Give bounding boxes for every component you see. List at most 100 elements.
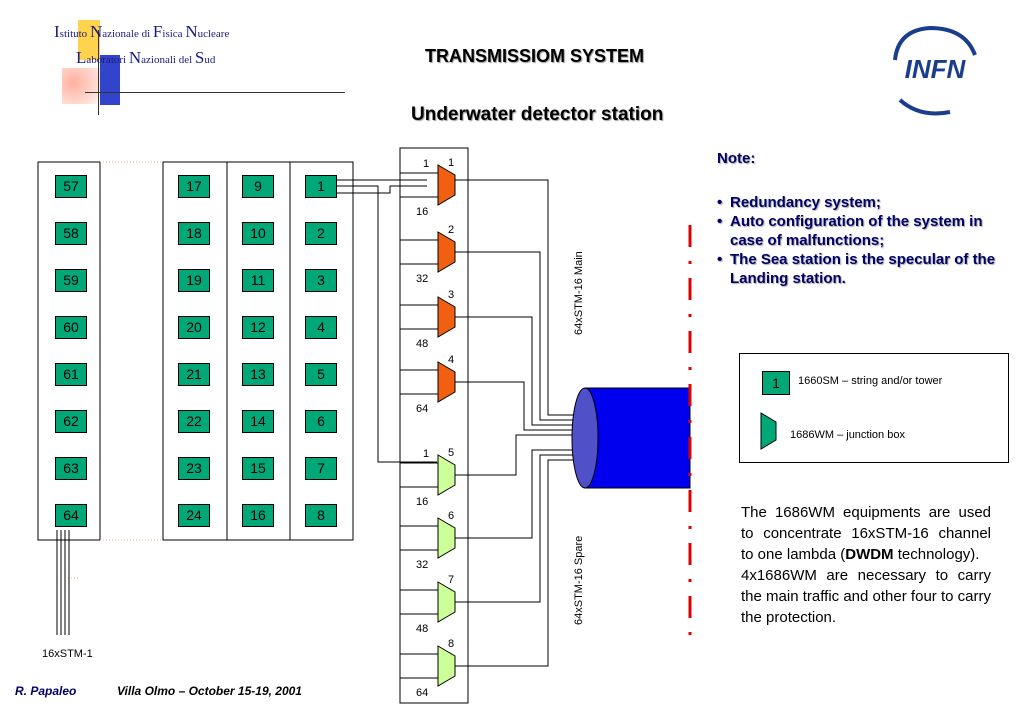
string-cell: 14: [242, 410, 274, 433]
logo-initial: I: [54, 22, 60, 41]
logo-word: isica: [162, 28, 186, 40]
string-cell: 12: [242, 316, 274, 339]
junction-box-number: 6: [448, 510, 454, 522]
junction-box-number: 1: [448, 157, 454, 169]
note-title: Note:: [717, 150, 756, 167]
string-cell: 3: [305, 269, 337, 292]
logo-initial: N: [128, 48, 142, 67]
route-line: [455, 316, 588, 426]
channel-end-label: 16: [416, 206, 428, 218]
note-item: Auto configuration of the system in case…: [717, 212, 1002, 250]
string-cell: 7: [305, 457, 337, 480]
route-line: [455, 454, 588, 603]
channel-end-label: 32: [416, 273, 428, 285]
junction-box: [437, 645, 456, 687]
page-title: TRANSMISSIOM SYSTEM: [425, 46, 645, 66]
channel-end-label: 64: [416, 403, 428, 415]
string-cell: 6: [305, 410, 337, 433]
note-item: Redundancy system;: [717, 193, 1002, 212]
logo-word: ucleare: [197, 28, 230, 40]
bundle-label: 16xSTM-1: [42, 648, 93, 660]
route-line: [455, 381, 588, 431]
channel-end-label: 16: [416, 496, 428, 508]
string-cell: 1: [305, 175, 337, 198]
junction-box-icon: [760, 412, 777, 450]
junction-box: [437, 296, 456, 338]
string-cell: 17: [178, 175, 210, 198]
junction-box-number: 4: [448, 354, 454, 366]
string-cell: 24: [178, 504, 210, 527]
string-cell: 20: [178, 316, 210, 339]
string-cell: 63: [55, 457, 87, 480]
infn-logo-text: INFN: [905, 54, 967, 84]
junction-box-number: 5: [448, 447, 454, 459]
logo-word: azionale di: [102, 28, 153, 40]
junction-box: [437, 517, 456, 559]
cable-body: [584, 387, 691, 489]
cable-end: [571, 387, 599, 489]
string-cell: 8: [305, 504, 337, 527]
string-cell: 13: [242, 363, 274, 386]
string-cell: 4: [305, 316, 337, 339]
description-paragraph-2: 4x1686WM are necessary to carry the main…: [741, 567, 991, 626]
route-line: [455, 179, 588, 416]
string-cell: 10: [242, 222, 274, 245]
junction-box: [437, 361, 456, 403]
channel-end-label: 32: [416, 559, 428, 571]
logo-word: azionali del: [141, 54, 195, 66]
route-line: [455, 251, 588, 421]
string-cell: 22: [178, 410, 210, 433]
logo-word: aboratori: [86, 54, 129, 66]
string-cell: 19: [178, 269, 210, 292]
string-cell: 9: [242, 175, 274, 198]
logo-word: ud: [204, 54, 216, 66]
logo-initial: N: [185, 22, 198, 41]
junction-box: [437, 454, 456, 496]
description-paragraph-1: The 1686WM equipments are used to concen…: [741, 504, 991, 563]
page-subtitle: Underwater detector station: [411, 104, 664, 125]
junction-box-number: 3: [448, 289, 454, 301]
string-cell: 21: [178, 363, 210, 386]
junction-box-number: 7: [448, 574, 454, 586]
note-list: Redundancy system; Auto configuration of…: [717, 193, 1002, 288]
string-cell: 62: [55, 410, 87, 433]
logo-decoration: [98, 30, 99, 115]
channel-end-label: 48: [416, 338, 428, 350]
logo-decoration: [85, 92, 345, 93]
footer-author: R. Papaleo: [15, 684, 77, 698]
junction-box-number: 2: [448, 224, 454, 236]
string-cell: 64: [55, 504, 87, 527]
link-line: [337, 185, 427, 194]
dwdm-term: DWDM: [845, 546, 894, 563]
string-cell: 18: [178, 222, 210, 245]
legend-junction-label: 1686WM – junction box: [790, 429, 905, 441]
string-cell: 16: [242, 504, 274, 527]
rack-left: [37, 161, 101, 541]
string-cell: 2: [305, 222, 337, 245]
string-cell: 61: [55, 363, 87, 386]
logo-initial: N: [89, 22, 103, 41]
string-cell: 5: [305, 363, 337, 386]
string-cell: 23: [178, 457, 210, 480]
logo-initial: S: [194, 48, 205, 67]
infn-logo-icon: INFN: [893, 25, 977, 116]
legend-string-swatch: 1: [762, 371, 790, 395]
logo-initial: L: [76, 48, 87, 67]
logo-initial: F: [152, 22, 163, 41]
note-item: The Sea station is the specular of the L…: [717, 250, 1002, 288]
legend-string-label: 1660SM – string and/or tower: [798, 375, 943, 387]
link-line: [337, 185, 437, 463]
string-cell: 57: [55, 175, 87, 198]
footer-event: Villa Olmo – October 15-19, 2001: [117, 684, 302, 698]
channel-start-label: 1: [423, 158, 429, 170]
description: The 1686WM equipments are used to concen…: [741, 502, 991, 628]
institute-line-1: Istituto Nazionale di Fisica Nucleare: [54, 22, 229, 42]
institute-line-2: Laboratori Nazionali del Sud: [76, 48, 215, 68]
logo-word: stituto: [59, 28, 90, 40]
route-line: [455, 449, 588, 539]
legend-box: 1 1660SM – string and/or tower 1686WM – …: [739, 353, 1009, 463]
junction-box-number: 8: [448, 638, 454, 650]
string-cell: 59: [55, 269, 87, 292]
string-cell: 15: [242, 457, 274, 480]
